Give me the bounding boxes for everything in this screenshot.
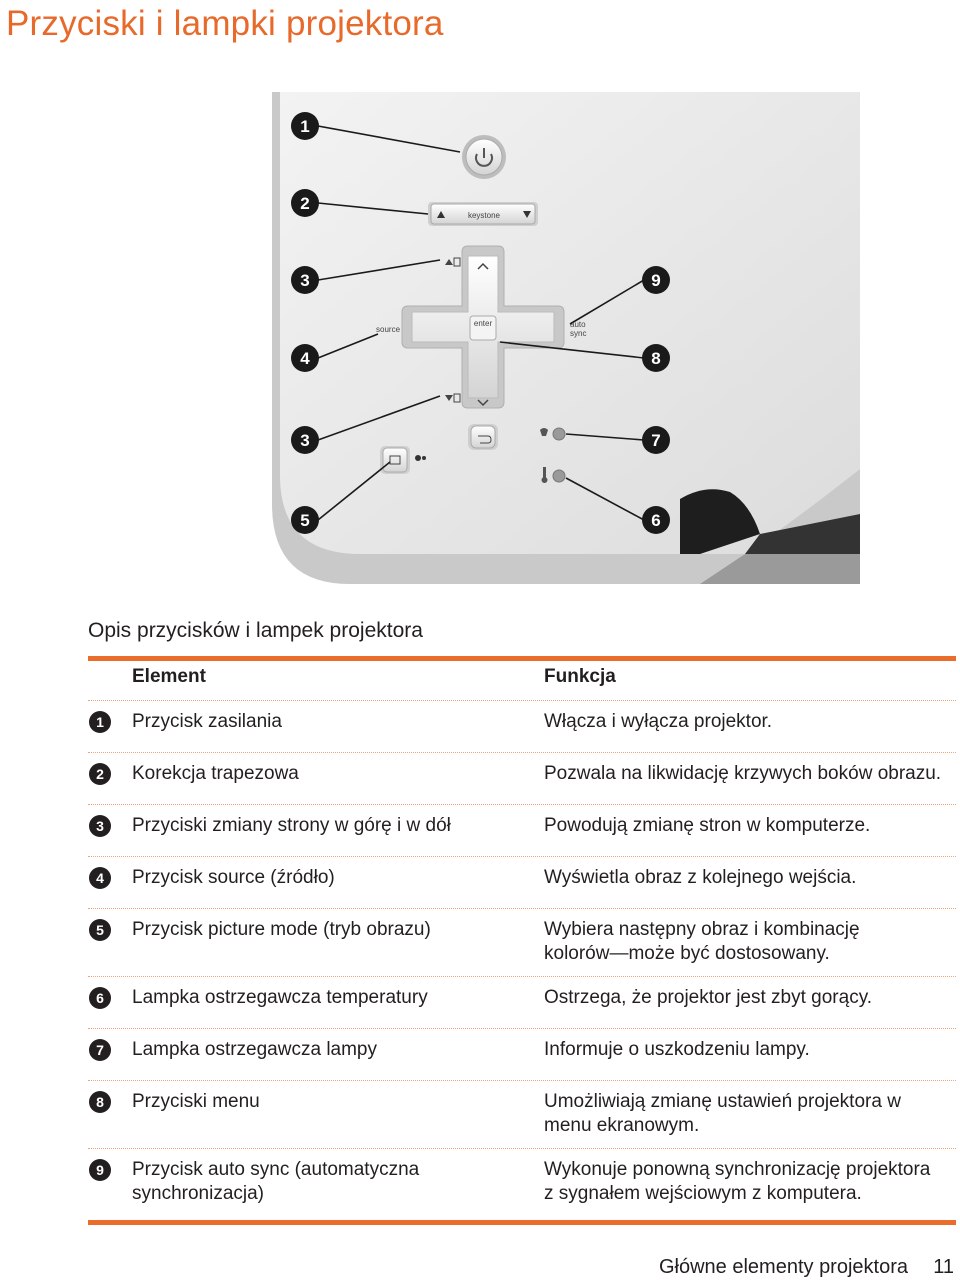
panel-surface xyxy=(280,92,860,554)
control-panel-illustration: keystone enter source auto sync xyxy=(272,92,860,584)
row-separator xyxy=(88,700,956,701)
source-label: source xyxy=(376,325,401,334)
row-number: 7 xyxy=(89,1039,111,1061)
picture-mode-button xyxy=(380,446,426,474)
row-separator xyxy=(88,804,956,805)
back-button xyxy=(468,424,498,450)
element-cell: Przyciski menu xyxy=(132,1091,260,1112)
function-cell: Umożliwiają zmianę ustawień projektora w… xyxy=(544,1091,901,1136)
row-separator xyxy=(88,908,956,909)
temperature-warning-led xyxy=(541,467,566,483)
row-separator xyxy=(88,856,956,857)
element-cell: Przycisk auto sync (automatyczna synchro… xyxy=(132,1159,420,1204)
auto-sync-label-1: auto xyxy=(570,320,586,329)
callout-1: 1 xyxy=(291,112,319,140)
function-cell: Pozwala na likwidację krzywych boków obr… xyxy=(544,763,942,784)
header-element: Element xyxy=(132,666,206,687)
row-separator xyxy=(88,1148,956,1149)
svg-text:7: 7 xyxy=(651,431,660,450)
auto-sync-label-2: sync xyxy=(570,329,586,338)
svg-text:8: 8 xyxy=(651,349,660,368)
function-cell: Włącza i wyłącza projektor. xyxy=(544,711,773,732)
row-number: 1 xyxy=(89,711,111,733)
element-cell: Przycisk source (źródło) xyxy=(132,867,335,888)
function-cell: Wyświetla obraz z kolejnego wejścia. xyxy=(544,867,857,888)
callout-8: 8 xyxy=(642,344,670,372)
callout-2: 2 xyxy=(291,189,319,217)
header-function: Funkcja xyxy=(544,666,616,687)
row-number: 5 xyxy=(89,919,111,941)
function-cell: Wybiera następny obraz i kombinację kolo… xyxy=(544,919,860,964)
table-top-rule xyxy=(88,656,956,661)
svg-text:5: 5 xyxy=(300,511,309,530)
svg-text:6: 6 xyxy=(651,511,660,530)
power-button xyxy=(462,135,506,179)
svg-text:2: 2 xyxy=(300,194,309,213)
row-number: 9 xyxy=(89,1159,111,1181)
callout-4: 4 xyxy=(291,344,319,372)
row-separator xyxy=(88,1080,956,1081)
element-cell: Przycisk zasilania xyxy=(132,711,282,732)
row-separator xyxy=(88,976,956,977)
table-caption: Opis przycisków i lampek projektora xyxy=(88,619,423,642)
callout-3-upper: 3 xyxy=(291,266,319,294)
row-number: 8 xyxy=(89,1091,111,1113)
row-separator xyxy=(88,752,956,753)
footer-section-title: Główne elementy projektora xyxy=(658,1256,908,1278)
footer-page-number: 11 xyxy=(933,1256,954,1278)
lamp-warning-led xyxy=(540,427,566,441)
projector-control-panel-figure: keystone enter source auto sync xyxy=(0,84,960,604)
function-cell: Ostrzega, że projektor jest zbyt gorący. xyxy=(544,987,873,1008)
row-number: 2 xyxy=(89,763,111,785)
enter-label: enter xyxy=(474,319,493,328)
table-bottom-rule xyxy=(88,1220,956,1225)
row-number: 6 xyxy=(89,987,111,1009)
row-number: 3 xyxy=(89,815,111,837)
callout-9: 9 xyxy=(642,266,670,294)
callout-7: 7 xyxy=(642,426,670,454)
element-cell: Przycisk picture mode (tryb obrazu) xyxy=(132,919,431,940)
keystone-button: keystone xyxy=(428,202,538,226)
element-cell: Lampka ostrzegawcza lampy xyxy=(132,1039,377,1060)
svg-text:3: 3 xyxy=(300,431,309,450)
svg-text:1: 1 xyxy=(300,117,309,136)
element-cell: Przyciski zmiany strony w górę i w dół xyxy=(132,815,451,836)
page-title: Przyciski i lampki projektora xyxy=(6,4,444,43)
svg-text:3: 3 xyxy=(300,271,309,290)
keystone-label: keystone xyxy=(468,211,501,220)
panel-corner xyxy=(680,489,760,554)
callout-3-lower: 3 xyxy=(291,426,319,454)
callout-6: 6 xyxy=(642,506,670,534)
row-separator xyxy=(88,1028,956,1029)
function-cell: Informuje o uszkodzeniu lampy. xyxy=(544,1039,810,1060)
element-cell: Korekcja trapezowa xyxy=(132,763,299,784)
element-cell: Lampka ostrzegawcza temperatury xyxy=(132,987,428,1008)
svg-text:4: 4 xyxy=(300,349,310,368)
svg-text:9: 9 xyxy=(651,271,660,290)
row-number: 4 xyxy=(89,867,111,889)
function-cell: Wykonuje ponowną synchronizację projekto… xyxy=(544,1159,931,1204)
callout-5: 5 xyxy=(291,506,319,534)
directional-pad: enter source auto sync xyxy=(376,245,586,409)
function-cell: Powodują zmianę stron w komputerze. xyxy=(544,815,871,836)
